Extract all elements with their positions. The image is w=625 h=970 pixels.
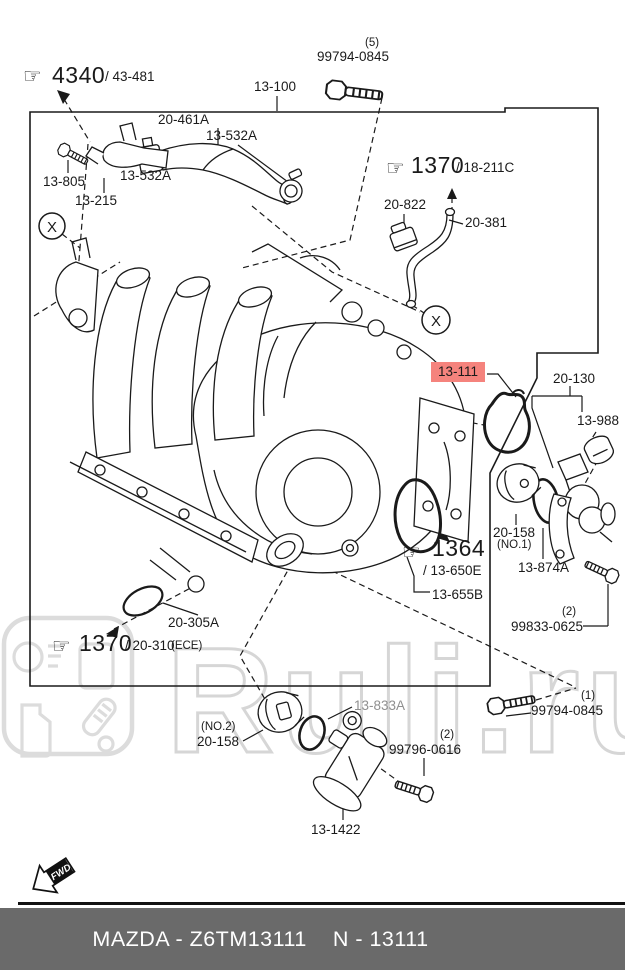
leader-solid-lines <box>67 96 609 820</box>
part-13-874A: 13-874A <box>518 560 570 575</box>
hand-pointer-icon: ☞ <box>23 65 42 88</box>
qty-99833-0625: (2) <box>562 606 577 618</box>
part-20-130: 20-130 <box>553 371 596 386</box>
watermark-text: Ruli.ru <box>166 616 625 784</box>
part-99794-0845-top: 99794-0845 <box>317 49 390 64</box>
part-13-805: 13-805 <box>43 174 86 189</box>
part-99794-0845-bottom: 99794-0845 <box>531 703 604 718</box>
qty-99796-0616: (2) <box>440 729 455 741</box>
part-13-833A: 13-833A <box>354 698 406 713</box>
x-marker-left: X <box>47 219 57 236</box>
part-99833-0625: 99833-0625 <box>511 619 584 634</box>
part-13-100: 13-100 <box>254 79 297 94</box>
x-marker-right: X <box>431 313 441 330</box>
part-13-532A-left: 13-532A <box>120 168 172 183</box>
footer-part-number: N - 13111 <box>332 926 429 951</box>
part-20-158-no2: 20-158 <box>197 734 240 749</box>
leader-dashed-lines <box>33 97 599 782</box>
diagram-frame <box>29 107 599 687</box>
fwd-direction-arrow: FWD <box>32 857 76 894</box>
footer-catalog-code: MAZDA - Z6TM13111 <box>92 926 307 951</box>
part-13-532A-right: 13-532A <box>206 128 258 143</box>
intake-manifold-drawing <box>55 237 475 593</box>
detached-parts-drawings <box>55 78 622 812</box>
x-connection-markers: X X <box>38 212 451 335</box>
footer-bar: MAZDA - Z6TM13111 N - 13111 <box>0 908 625 970</box>
part-99796-0616: 99796-0616 <box>389 742 462 757</box>
ref-1364-sub: / 13-650E <box>423 563 482 578</box>
note-20-158-no2: (NO.2) <box>201 721 236 733</box>
ref-1364-number: 1364 <box>432 535 486 561</box>
hand-pointer-icon: ☞ <box>402 541 421 564</box>
footer-divider <box>18 902 625 905</box>
qty-99794-0845-bottom: (1) <box>581 690 596 702</box>
ref-4340-number: 4340 <box>52 62 106 88</box>
part-20-158-no1: 20-158 <box>493 525 536 540</box>
note-1370b-ece: (ECE) <box>171 640 203 652</box>
part-20-822: 20-822 <box>384 197 427 212</box>
ref-1370-number: 1370 <box>411 152 465 178</box>
part-20-461A: 20-461A <box>158 112 210 127</box>
part-13-215: 13-215 <box>75 193 118 208</box>
part-20-305A: 20-305A <box>168 615 220 630</box>
part-13-111[interactable]: 13-111 <box>431 362 486 382</box>
part-13-1422: 13-1422 <box>311 822 361 837</box>
part-13-655B: 13-655B <box>432 587 484 602</box>
leader-arrowheads <box>57 90 457 638</box>
qty-99794-0845-top: (5) <box>365 37 380 49</box>
ref-1370b-sub: / 20-310 <box>125 638 175 653</box>
ref-4340-sub: / 43-481 <box>105 69 155 84</box>
ref-1370b-number: 1370 <box>79 630 133 656</box>
ref-1370-sub: / 18-211C <box>456 160 515 175</box>
note-20-158-no1: (NO.1) <box>497 539 532 551</box>
part-13-988: 13-988 <box>577 413 620 428</box>
part-20-381: 20-381 <box>465 215 508 230</box>
hand-pointer-icon: ☞ <box>386 157 405 180</box>
hand-pointer-icon: ☞ <box>52 635 71 658</box>
